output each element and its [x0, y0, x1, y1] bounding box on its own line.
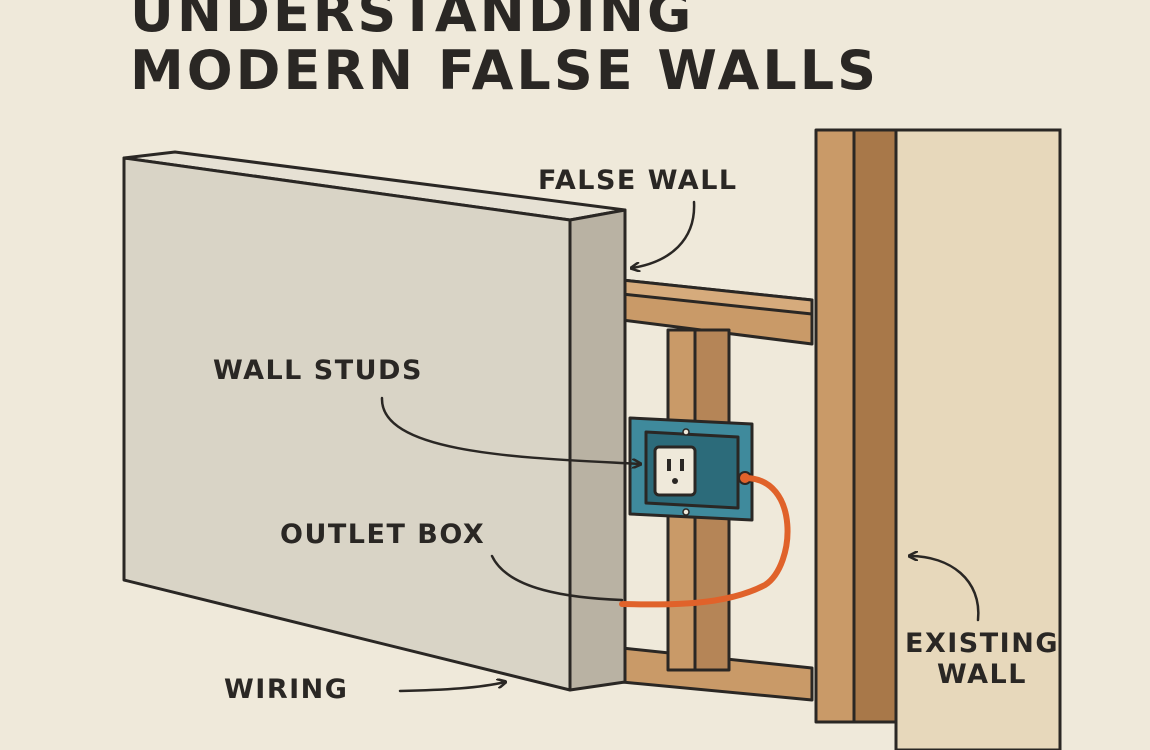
- wiring-cable: [619, 475, 791, 608]
- false-wall-panel: [122, 150, 627, 692]
- wall-studs-arrow: [380, 396, 640, 464]
- wiring-arrow: [398, 682, 505, 693]
- leader-arrows: [380, 200, 980, 693]
- false-wall-label: FALSE WALL: [538, 165, 738, 196]
- wall-studs-label: WALL STUDS: [213, 355, 423, 386]
- panel-side-edge: [568, 208, 627, 692]
- outlet-box-label: OUTLET BOX: [280, 519, 486, 550]
- existing-wall-label-line-2: WALL: [937, 659, 1027, 691]
- page-title-line-2: MODERN FALSE WALLS: [130, 39, 880, 102]
- wall-stud-frame: [620, 128, 898, 724]
- outlet-box: [628, 416, 754, 522]
- false-wall-arrow: [632, 200, 696, 268]
- corner-stud: [814, 128, 898, 724]
- existing-wall-label: EXISTING WALL: [905, 628, 1059, 690]
- panel-face: [122, 156, 572, 692]
- outlet-receptacle-icon: [653, 445, 697, 497]
- outlet-box-arrow: [490, 554, 624, 602]
- wiring-label: WIRING: [224, 674, 349, 705]
- existing-wall-arrow: [910, 556, 980, 622]
- existing-wall: [894, 128, 1062, 750]
- existing-wall-label-line-1: EXISTING: [905, 628, 1059, 659]
- page-title-line-1: UNDERSTANDING: [130, 0, 695, 44]
